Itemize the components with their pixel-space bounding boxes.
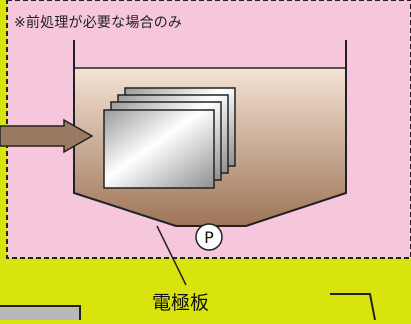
outlet-pipe-line (330, 293, 376, 321)
pump-icon (195, 223, 223, 251)
electrode-leader-line (156, 225, 187, 286)
electrode-plates (103, 87, 236, 189)
next-process-box (0, 305, 81, 324)
electrode-label: 電極板 (152, 292, 210, 314)
electrode-plate (103, 109, 215, 189)
inflow-arrow-icon (0, 118, 94, 154)
pump-label: P (204, 228, 214, 247)
pretreatment-note: ※前処理が必要な場合のみ (14, 15, 183, 31)
